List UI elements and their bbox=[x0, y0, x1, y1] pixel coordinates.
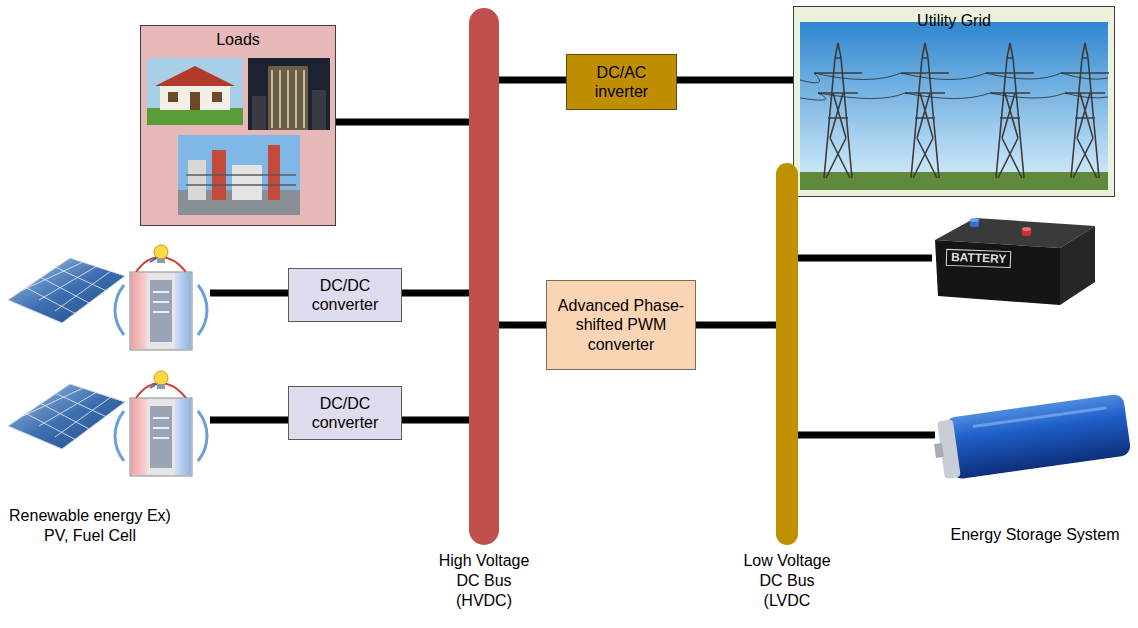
grid-panel: Utility Grid bbox=[793, 6, 1115, 197]
box-label: DC/DC converter bbox=[299, 276, 391, 314]
bus-connector bbox=[499, 322, 546, 329]
converter-box: DC/DC converter bbox=[288, 386, 402, 440]
battery-brand: BATTERY bbox=[946, 249, 1012, 268]
house-picture bbox=[147, 58, 243, 125]
bus-connector bbox=[499, 77, 566, 84]
bus-connector bbox=[696, 322, 776, 329]
bus-label: High Voltage DC Bus (HVDC) bbox=[434, 551, 534, 611]
box-label: DC/AC inverter bbox=[577, 63, 666, 101]
source-wire bbox=[210, 417, 288, 424]
bus-label: Low Voltage DC Bus (LVDC bbox=[737, 551, 837, 611]
converter-box: DC/DC converter bbox=[288, 268, 402, 322]
bus-connector bbox=[677, 77, 793, 84]
box-label: Loads bbox=[216, 30, 260, 49]
storage-wire bbox=[798, 255, 932, 262]
plant-picture bbox=[178, 135, 300, 215]
storage-wire bbox=[798, 432, 935, 439]
load-panel-fill bbox=[140, 25, 336, 226]
battery-picture bbox=[935, 218, 1095, 305]
pv-fuelcell-picture bbox=[8, 371, 207, 476]
inverter-box: DC/AC inverter bbox=[566, 54, 677, 110]
pv-fuelcell-picture bbox=[8, 245, 207, 350]
source-caption: Renewable energy Ex) PV, Fuel Cell bbox=[5, 506, 175, 546]
box-label: DC/DC converter bbox=[299, 394, 391, 432]
bus-connector bbox=[402, 417, 469, 424]
source-wire bbox=[210, 290, 288, 297]
transmission-photo bbox=[800, 22, 1109, 190]
supercapacitor-picture bbox=[931, 393, 1132, 481]
grid-panel-fill bbox=[793, 6, 1115, 197]
bus-connector bbox=[402, 290, 469, 297]
tower-picture bbox=[248, 58, 330, 130]
bus-connector bbox=[336, 119, 469, 126]
load-panel: Loads bbox=[140, 25, 336, 226]
pwm-converter-box: Advanced Phase-shifted PWM converter bbox=[546, 280, 696, 370]
storage-caption: Energy Storage System bbox=[925, 525, 1138, 545]
box-label: Advanced Phase-shifted PWM converter bbox=[557, 296, 685, 354]
box-label: Utility Grid bbox=[917, 11, 991, 30]
hvdc-bus: High Voltage DC Bus (HVDC) bbox=[469, 8, 499, 545]
lvdc-bus: Low Voltage DC Bus (LVDC bbox=[776, 163, 798, 545]
